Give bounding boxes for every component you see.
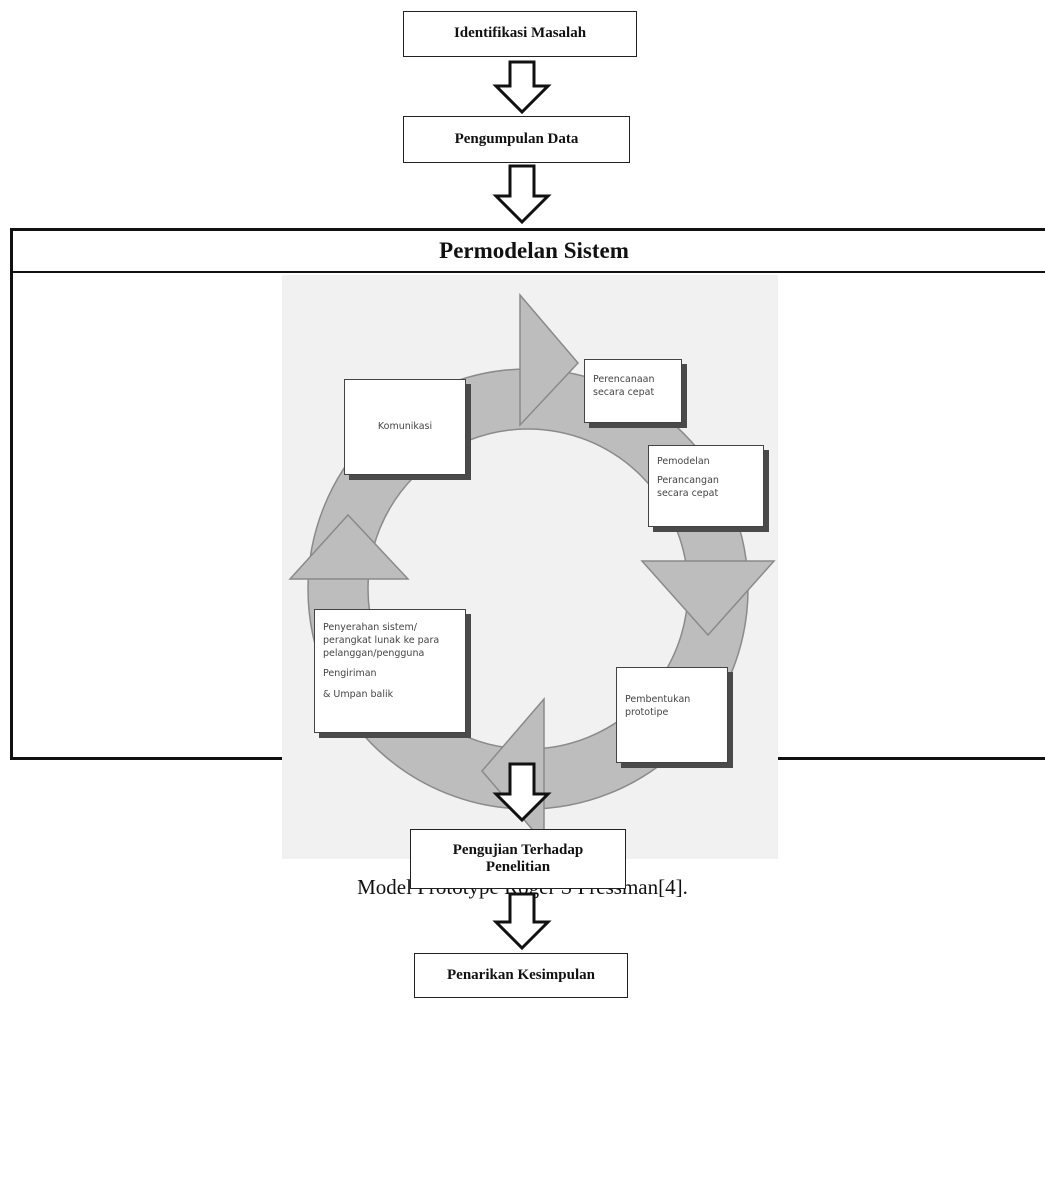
pengujian-box: Pengujian Terhadap Penelitian (410, 829, 626, 889)
pengujian-label-line2: Penelitian (485, 859, 551, 875)
pengumpulan-data-box: Pengumpulan Data (403, 116, 630, 163)
cycle-arrow-right-icon (640, 560, 776, 637)
penarikan-kesimpulan-label: Penarikan Kesimpulan (447, 966, 595, 983)
penyerahan-box: Penyerahan sistem/ perangkat lunak ke pa… (314, 609, 466, 733)
penyerahan-label-line5: & Umpan balik (323, 689, 394, 701)
down-arrow-icon (492, 892, 552, 951)
pembentukan-label-line2: prototipe (625, 706, 669, 718)
perencanaan-box: Perencanaan secara cepat (584, 359, 682, 423)
prototype-cycle-figure: Komunikasi Perencanaan secara cepat Pemo… (282, 275, 778, 859)
permodelan-sistem-title: Permodelan Sistem (13, 231, 1045, 273)
penyerahan-label-line4: Pengiriman (323, 668, 377, 680)
penyerahan-label-line3: pelanggan/pengguna (323, 647, 425, 659)
penyerahan-label-line1: Penyerahan sistem/ (323, 622, 417, 633)
down-arrow-icon (492, 60, 552, 115)
komunikasi-label: Komunikasi (377, 420, 433, 432)
pemodelan-label-line2: Perancangan (657, 474, 719, 486)
cycle-arrow-left-icon (288, 513, 410, 580)
cycle-arrow-top-icon (519, 292, 580, 427)
perencanaan-label-line1: Perencanaan (593, 374, 655, 385)
pengumpulan-data-label: Pengumpulan Data (454, 130, 579, 147)
perencanaan-label-line2: secara cepat (593, 386, 655, 398)
komunikasi-box: Komunikasi (344, 379, 466, 475)
identifikasi-masalah-box: Identifikasi Masalah (403, 11, 637, 57)
identifikasi-masalah-label: Identifikasi Masalah (453, 25, 587, 42)
down-arrow-icon (492, 164, 552, 225)
permodelan-sistem-title-text: Permodelan Sistem (439, 238, 629, 263)
pembentukan-prototipe-box: Pembentukan prototipe (616, 667, 728, 763)
pemodelan-label-line1: Pemodelan (657, 456, 710, 467)
pembentukan-label-line1: Pembentukan (625, 694, 691, 705)
penarikan-kesimpulan-box: Penarikan Kesimpulan (414, 953, 628, 998)
penyerahan-label-line2: perangkat lunak ke para (323, 634, 440, 646)
down-arrow-icon (492, 762, 552, 823)
pemodelan-box: Pemodelan Perancangan secara cepat (648, 445, 764, 527)
pemodelan-label-line3: secara cepat (657, 487, 719, 499)
pengujian-label-line1: Pengujian Terhadap (452, 841, 584, 858)
